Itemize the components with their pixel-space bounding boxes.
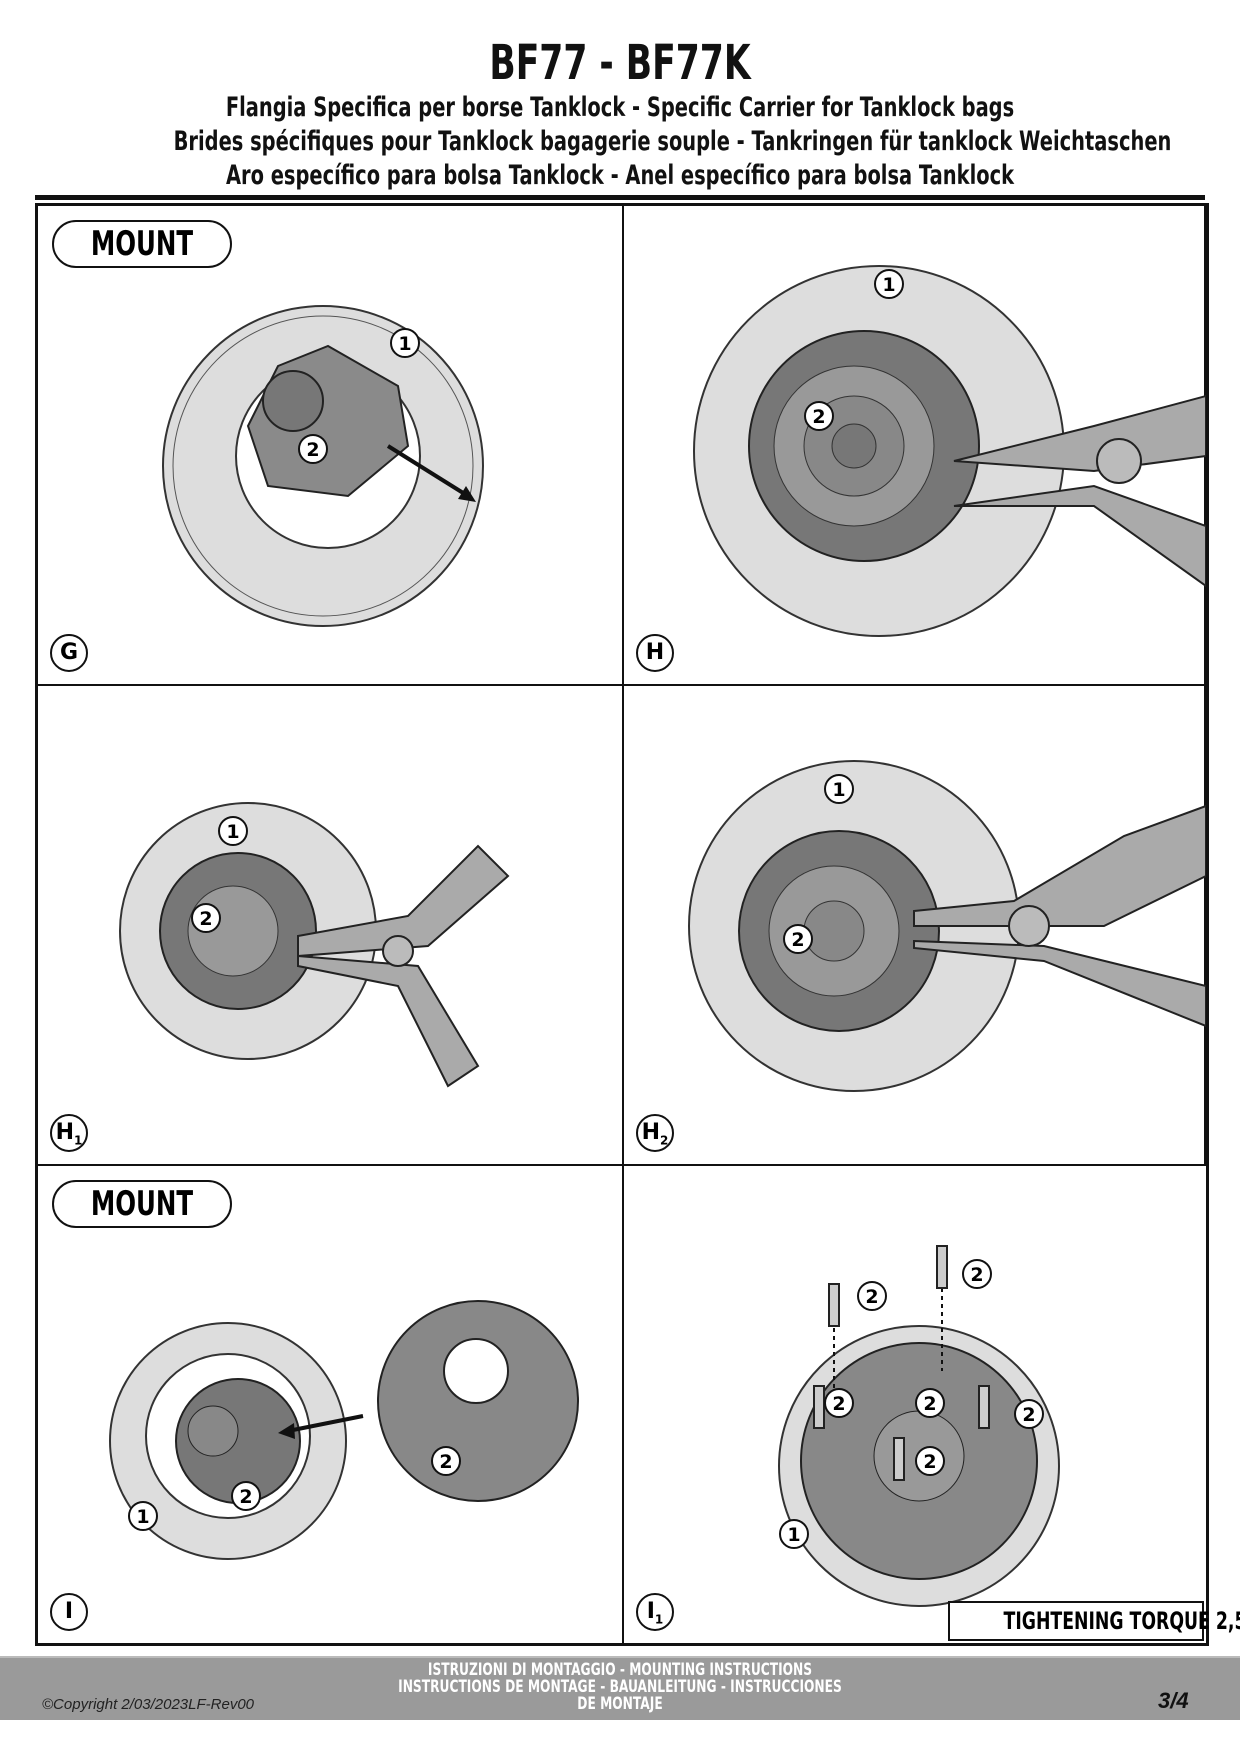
callout-2: 2 (199, 908, 212, 930)
callout-2: 2 (306, 439, 319, 461)
callout-1: 1 (226, 821, 239, 843)
callout-2: 2 (970, 1264, 983, 1286)
header-divider (35, 195, 1205, 200)
step-label: H1 (50, 1114, 88, 1152)
copyright: ©Copyright 2/03/2023LF-Rev00 (42, 1696, 255, 1713)
callout-2: 2 (239, 1486, 252, 1508)
subtitle-es-pt: Aro específico para bolsa Tanklock - Ane… (225, 160, 1015, 191)
callout-2: 2 (832, 1393, 845, 1415)
mount-badge: MOUNT (52, 220, 232, 268)
callout-2: 2 (1022, 1404, 1035, 1426)
step-label: H2 (636, 1114, 674, 1152)
callout-2: 2 (923, 1451, 936, 1473)
step-panel-i: 1 2 2 MOUNT I (38, 1166, 624, 1643)
page-title: BF77 - BF77K (489, 35, 751, 91)
step-label: H (636, 634, 674, 672)
callout-2: 2 (923, 1393, 936, 1415)
subtitle-fr-de: Brides spécifiques pour Tanklock bagager… (173, 126, 1172, 157)
pliers-illustration: 1 2 (119, 802, 510, 1088)
step-label: G (50, 634, 88, 672)
screw-tightening-illustration: 1 2 2 2 2 2 2 (778, 1245, 1060, 1607)
mount-badge: MOUNT (52, 1180, 232, 1228)
steps-grid: 1 2 MOUNT G 1 2 H (35, 203, 1240, 1646)
pliers-illustration: 1 2 (693, 265, 1206, 637)
pliers-illustration: 1 2 (688, 760, 1206, 1092)
torque-note: TIGHTENING TORQUE 2,5Nm (948, 1601, 1240, 1641)
instructions-line: DE MONTAJE (577, 1694, 663, 1714)
step-label: I (50, 1593, 88, 1631)
footer-instructions: ISTRUZIONI DI MONTAGGIO - MOUNTING INSTR… (375, 1662, 865, 1713)
step-panel-i1: 1 2 2 2 2 2 2 I1 TIGHTENING TORQUE 2,5Nm (624, 1166, 1240, 1643)
step-label: I1 (636, 1593, 674, 1631)
step-panel-h2: 1 2 H2 (624, 686, 1206, 1166)
callout-2: 2 (439, 1451, 452, 1473)
callout-1: 1 (787, 1524, 800, 1546)
subtitle-it-en: Flangia Specifica per borse Tanklock - S… (225, 92, 1015, 123)
step-panel-h1: 1 2 H1 (38, 686, 624, 1166)
flange-removal-illustration: 1 2 (162, 305, 484, 627)
callout-1: 1 (136, 1506, 149, 1528)
callout-1: 1 (398, 333, 411, 355)
callout-1: 1 (832, 779, 845, 801)
callout-2: 2 (865, 1286, 878, 1308)
step-panel-g: 1 2 MOUNT G (38, 206, 624, 686)
instructions-line: INSTRUCTIONS DE MONTAGE - BAUANLEITUNG -… (398, 1677, 842, 1697)
carrier-install-illustration: 1 2 2 (109, 1300, 579, 1560)
callout-2: 2 (812, 406, 825, 428)
callout-1: 1 (882, 274, 895, 296)
footer-band: ISTRUZIONI DI MONTAGGIO - MOUNTING INSTR… (0, 1656, 1240, 1720)
page-number: 3/4 (1158, 1688, 1189, 1713)
instructions-line: ISTRUZIONI DI MONTAGGIO - MOUNTING INSTR… (427, 1660, 813, 1680)
callout-2: 2 (791, 929, 804, 951)
step-panel-h: 1 2 H (624, 206, 1206, 686)
